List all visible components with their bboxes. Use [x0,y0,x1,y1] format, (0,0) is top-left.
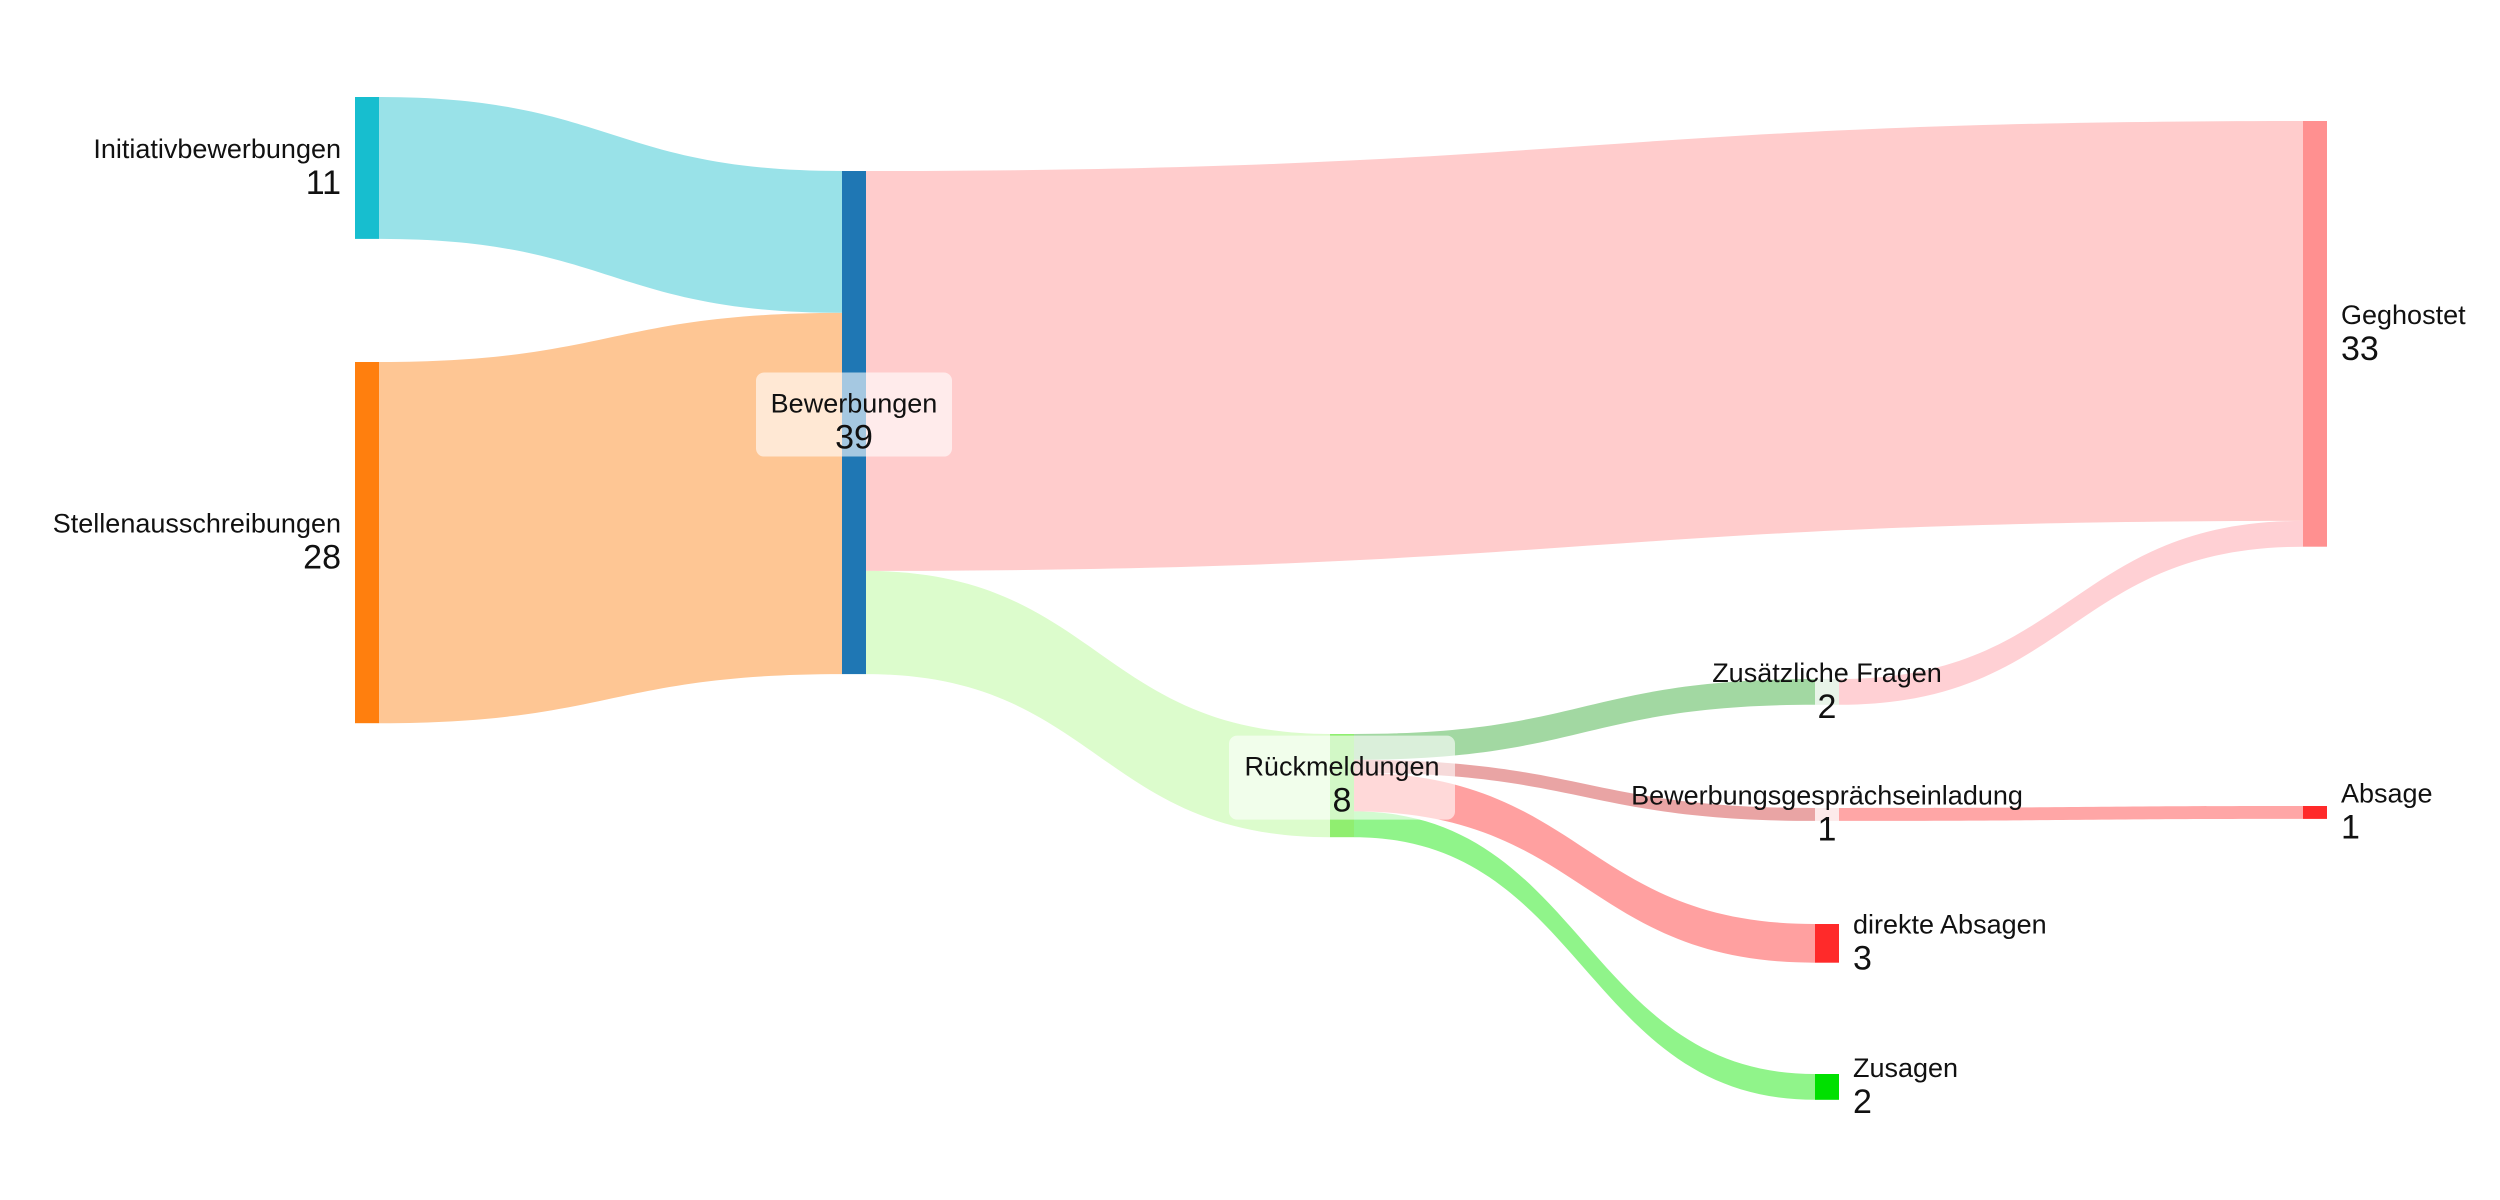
link-bewerbungen-to-ghost [866,121,2303,571]
node-value-label: 1 [2341,808,2360,846]
node-initiativ [355,97,379,239]
link-gespraech-to-absage [1839,806,2303,821]
node-direkt [1815,924,1839,963]
node-name-label: Absage [2341,778,2433,808]
link-bewerbungen-to-rueck [866,570,1330,838]
node-ghost [2303,121,2327,547]
label-background [756,372,952,457]
link-rueck-to-fragen [1354,679,1815,760]
node-stellen [355,362,379,724]
sankey-links [379,97,2303,1100]
node-value-label: 2 [1853,1083,1872,1121]
node-name-label: Zusätzliche Fragen [1712,658,1942,688]
node-value-label: 2 [1818,688,1837,726]
link-fragen-to-ghost [1839,520,2303,705]
node-value-label: 39 [835,419,873,457]
link-initiativ-to-bewerbungen [379,97,842,313]
node-absage [2303,806,2327,819]
node-name-label: Initiativbewerbungen [93,134,341,164]
link-rueck-to-gespraech [1354,759,1815,821]
node-value-label: 28 [303,539,341,577]
node-name-label: Zusagen [1853,1053,1958,1083]
link-stellen-to-bewerbungen [379,312,842,724]
node-name-label: Geghostet [2341,300,2466,330]
node-name-label: Bewerbungen [771,389,938,419]
node-value-label: 11 [306,164,341,202]
node-name-label: Stellenausschreibungen [53,509,341,539]
node-value-label: 33 [2341,330,2379,368]
sankey-labels: Initiativbewerbungen11Stellenausschreibu… [53,134,2466,1121]
node-zusagen [1815,1074,1839,1100]
node-name-label: Bewerbungsgesprächseinladung [1631,780,2023,810]
node-value-label: 3 [1853,939,1872,977]
label-background [1229,735,1455,820]
link-rueck-to-direkt [1354,772,1815,963]
node-name-label: Rückmeldungen [1244,752,1439,782]
link-rueck-to-zusagen [1354,811,1815,1100]
node-value-label: 1 [1818,810,1837,848]
node-gespraech [1815,808,1839,821]
node-name-label: direkte Absagen [1853,909,2047,939]
node-fragen [1815,679,1839,705]
node-value-label: 8 [1333,782,1352,820]
